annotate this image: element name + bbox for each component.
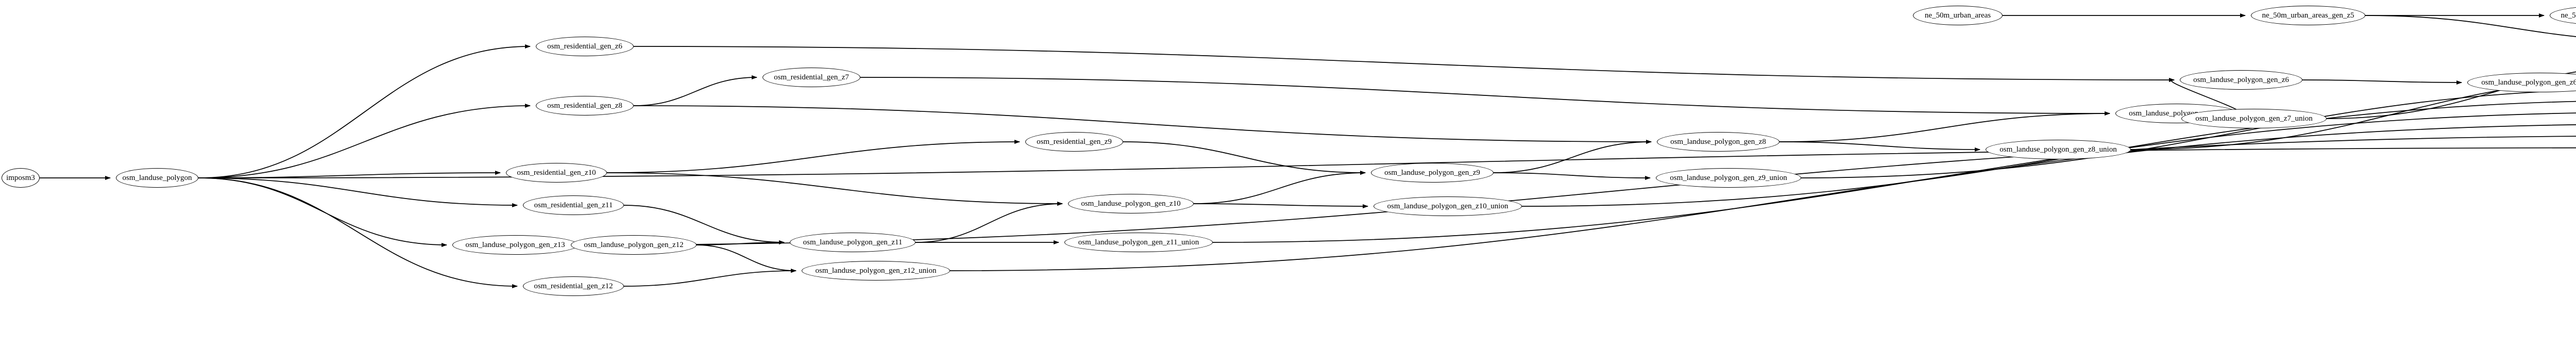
- graph-node-osm_residential_gen_z11[interactable]: osm_residential_gen_z11: [523, 195, 624, 215]
- graph-node-ne_50m_urban_areas_gen_z5[interactable]: ne_50m_urban_areas_gen_z5: [2251, 6, 2365, 25]
- graph-edge: [606, 140, 1020, 173]
- graph-edge: [633, 46, 2175, 82]
- graph-node-label: osm_landuse_polygon_gen_z10: [1081, 199, 1181, 208]
- graph-edge: [1123, 141, 1366, 175]
- graph-node-label: osm_landuse_polygon_gen_z11: [803, 238, 903, 246]
- graph-node-label: osm_residential_gen_z12: [534, 282, 613, 290]
- graph-edge: [623, 269, 796, 287]
- graph-node-label: osm_residential_gen_z10: [517, 168, 596, 177]
- graph-node-osm_landuse_polygon_gen_z11_union[interactable]: osm_landuse_polygon_gen_z11_union: [1064, 233, 1213, 252]
- graph-node-osm_residential_gen_z12[interactable]: osm_residential_gen_z12: [523, 276, 624, 296]
- graph-node-osm_landuse_polygon_gen_z11[interactable]: osm_landuse_polygon_gen_z11: [790, 233, 916, 252]
- graph-node-osm_residential_gen_z7[interactable]: osm_residential_gen_z7: [762, 68, 860, 87]
- graph-edge: [198, 177, 518, 207]
- graph-edge: [633, 75, 757, 106]
- graph-node-label: osm_landuse_polygon_gen_z12_union: [815, 266, 937, 275]
- graph-edge: [696, 240, 785, 245]
- graph-edge: [696, 244, 796, 273]
- graph-edge: [623, 205, 785, 244]
- graph-node-osm_landuse_polygon_gen_z12[interactable]: osm_landuse_polygon_gen_z12: [571, 235, 697, 255]
- graph-node-osm_landuse_polygon_gen_z10_union[interactable]: osm_landuse_polygon_gen_z10_union: [1374, 196, 1522, 216]
- graph-node-osm_residential_gen_z6[interactable]: osm_residential_gen_z6: [536, 37, 634, 56]
- graph-edge: [198, 177, 518, 288]
- graph-node-osm_landuse_polygon_gen_z6_union[interactable]: osm_landuse_polygon_gen_z6_union: [2467, 73, 2576, 92]
- graph-node-label: osm_residential_gen_z6: [547, 42, 622, 51]
- graph-node-osm_landuse_polygon_gen_z12_union[interactable]: osm_landuse_polygon_gen_z12_union: [802, 261, 950, 281]
- graph-node-label: osm_residential_gen_z11: [534, 201, 613, 209]
- graph-edge: [198, 104, 531, 178]
- graph-node-label: osm_landuse_polygon_gen_z8_union: [1999, 145, 2117, 154]
- graph-edge: [2365, 15, 2576, 37]
- graph-node-label: osm_residential_gen_z7: [774, 73, 849, 81]
- graph-node-label: osm_landuse_polygon_gen_z8: [1670, 137, 1766, 146]
- graph-edge: [633, 105, 1652, 144]
- graph-node-label: osm_residential_gen_z8: [547, 101, 622, 110]
- graph-edge: [578, 136, 2576, 245]
- graph-node-label: osm_landuse_polygon: [122, 173, 192, 182]
- graph-edge: [860, 77, 2110, 116]
- graph-node-label: imposm3: [6, 173, 35, 182]
- graph-edge: [1493, 172, 1651, 180]
- graph-edge: [950, 124, 2576, 271]
- graph-node-osm_landuse_polygon_gen_z6[interactable]: osm_landuse_polygon_gen_z6: [2180, 70, 2302, 90]
- graph-node-label: osm_landuse_polygon_gen_z6_union: [2481, 78, 2576, 87]
- graph-node-label: osm_landuse_polygon_gen_z11_union: [1078, 238, 1199, 246]
- graph-node-label: osm_residential_gen_z9: [1037, 137, 1112, 146]
- graph-node-label: osm_landuse_polygon_gen_z13: [465, 240, 565, 249]
- graph-edge: [2326, 71, 2576, 119]
- graph-node-osm_landuse_polygon_gen_z9_union[interactable]: osm_landuse_polygon_gen_z9_union: [1656, 168, 1801, 188]
- graph-edge: [1801, 89, 2576, 178]
- graph-edge: [1493, 140, 1652, 173]
- graph-edge: [2302, 79, 2462, 85]
- graph-node-label: ne_50m_urban_areas_gen_z5: [2262, 11, 2354, 20]
- graph-node-label: osm_landuse_polygon_gen_z10_union: [1387, 202, 1509, 210]
- graph-edge: [1779, 141, 1980, 152]
- graph-node-osm_landuse_polygon_gen_z13[interactable]: osm_landuse_polygon_gen_z13: [452, 235, 578, 255]
- graph-edge: [1779, 111, 2110, 142]
- graph-node-label: osm_landuse_polygon_gen_z12: [584, 240, 684, 249]
- graph-node-ne_50m_urban_areas[interactable]: ne_50m_urban_areas: [1913, 6, 2003, 25]
- graph-node-osm_landuse_polygon_gen_z8_union[interactable]: osm_landuse_polygon_gen_z8_union: [1986, 140, 2131, 159]
- graph-node-label: osm_landuse_polygon_gen_z9: [1384, 168, 1480, 177]
- graph-node-osm_residential_gen_z8[interactable]: osm_residential_gen_z8: [536, 96, 634, 116]
- graph-node-label: osm_landuse_polygon_gen_z9_union: [1670, 173, 1787, 182]
- graph-node-osm_residential_gen_z10[interactable]: osm_residential_gen_z10: [506, 163, 607, 183]
- graph-node-osm_landuse_polygon[interactable]: osm_landuse_polygon: [116, 168, 198, 188]
- graph-node-label: ne_50m_urban_areas_gen_z4: [2561, 11, 2576, 20]
- graph-node-osm_landuse_polygon_gen_z10[interactable]: osm_landuse_polygon_gen_z10: [1068, 194, 1194, 213]
- graph-node-label: ne_50m_urban_areas: [1924, 11, 1991, 20]
- graph-edge: [606, 172, 1063, 206]
- graph-node-imposm3[interactable]: imposm3: [2, 168, 40, 188]
- graph-node-osm_landuse_polygon_gen_z7_union[interactable]: osm_landuse_polygon_gen_z7_union: [2181, 109, 2327, 128]
- graph-node-label: osm_landuse_polygon_gen_z6: [2193, 75, 2289, 84]
- graph-node-label: osm_landuse_polygon_gen_z7_union: [2195, 114, 2313, 123]
- graph-edge: [1193, 171, 1366, 204]
- graph-edge: [198, 44, 531, 178]
- graph-edge: [1193, 203, 1368, 208]
- graph-node-osm_residential_gen_z9[interactable]: osm_residential_gen_z9: [1025, 132, 1123, 152]
- graph-node-osm_landuse_polygon_gen_z9[interactable]: osm_landuse_polygon_gen_z9: [1371, 163, 1494, 183]
- graph-node-osm_landuse_polygon_gen_z8[interactable]: osm_landuse_polygon_gen_z8: [1657, 132, 1780, 152]
- graph-edge: [1212, 112, 2576, 243]
- graph-edge: [915, 202, 1063, 243]
